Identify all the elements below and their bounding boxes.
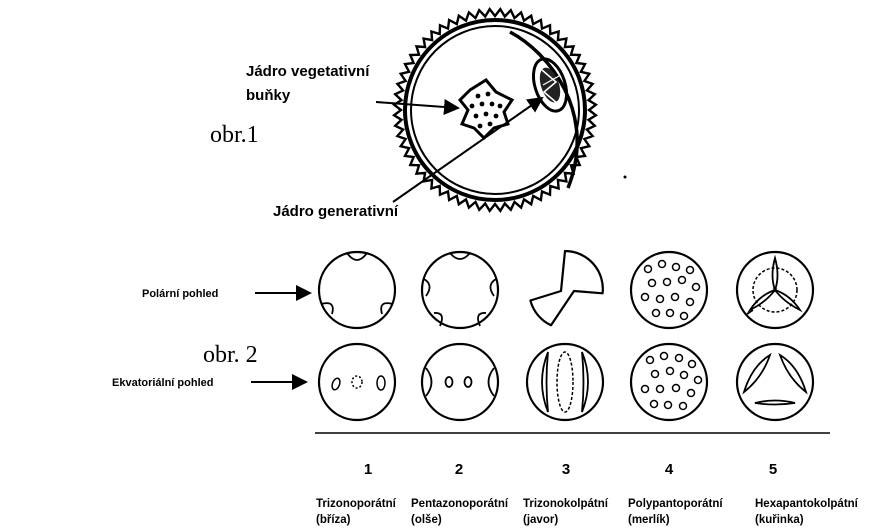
equatorial-view-label: Ekvatoriální pohled <box>112 377 213 389</box>
vegetative-nucleus-label-line2: buňky <box>246 87 291 104</box>
type-2-polar-view <box>422 252 498 328</box>
type-5-number: 5 <box>769 461 777 478</box>
type-5-plant: (kuřinka) <box>755 514 804 526</box>
type-4-equatorial-view <box>631 344 707 420</box>
type-1-name: Trizonoporátní <box>316 498 397 510</box>
type-1-number: 1 <box>364 461 372 478</box>
type-2-name: Pentazonoporátní <box>411 498 509 510</box>
vegetative-nucleus-arrow <box>376 102 458 108</box>
polar-view-label: Polární pohled <box>142 288 218 300</box>
type-1-polar-view <box>319 252 395 328</box>
type-4-polar-view <box>631 252 707 328</box>
figure1-label: obr.1 <box>210 122 259 148</box>
type-1-plant: (bříza) <box>316 514 351 526</box>
generative-nucleus-label: Jádro generativní <box>273 203 399 220</box>
type-5-polar-view <box>737 252 813 328</box>
type-4-name: Polypantoporátní <box>628 498 723 510</box>
vegetative-nucleus-label-line1: Jádro vegetativní <box>246 63 370 80</box>
type-5-name: Hexapantokolpátní <box>755 498 859 510</box>
type-3-name: Trizonokolpátní <box>523 498 609 510</box>
vegetative-nucleus <box>460 80 512 138</box>
type-3-plant: (javor) <box>523 514 558 526</box>
type-4-plant: (merlík) <box>628 514 670 526</box>
type-2-number: 2 <box>455 461 463 478</box>
type-2-equatorial-view <box>422 344 498 420</box>
type-1-equatorial-view <box>319 344 395 420</box>
type-3-number: 3 <box>562 461 570 478</box>
type-3-polar-view <box>530 251 602 325</box>
pollen-grain <box>394 9 626 211</box>
type-4-number: 4 <box>665 461 674 478</box>
type-2-plant: (olše) <box>411 514 442 526</box>
type-3-equatorial-view <box>527 344 603 420</box>
type-5-equatorial-view <box>737 344 813 420</box>
figure2-label: obr. 2 <box>203 342 258 368</box>
